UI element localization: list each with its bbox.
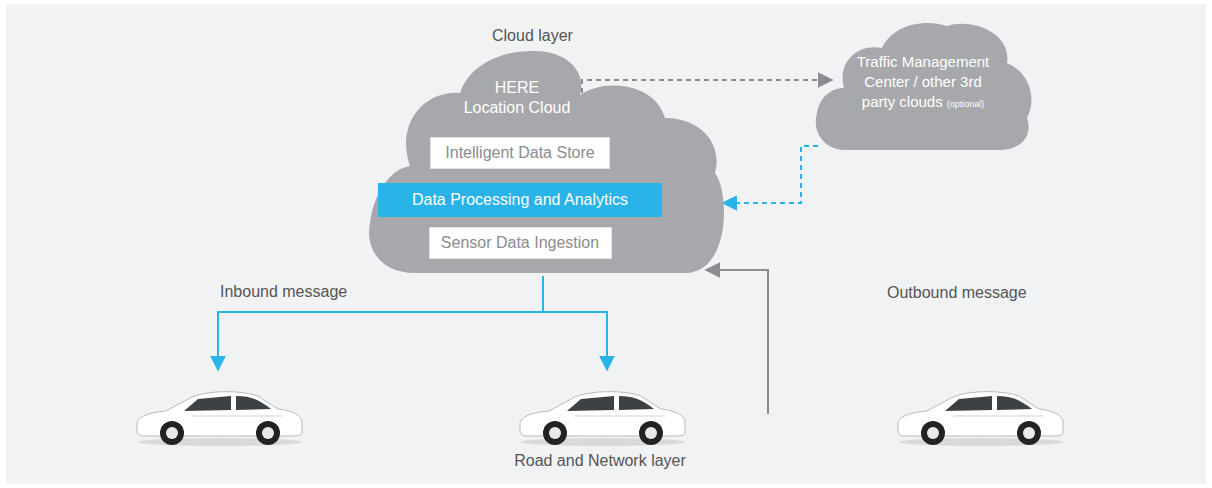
cloud-title: Traffic Management Center / other 3rd pa… [856, 52, 990, 114]
cloud-shape: Traffic Management Center / other 3rd pa… [812, 18, 1034, 153]
process-box: Data Processing and Analytics [378, 183, 662, 217]
flow-label: Outbound message [887, 284, 1027, 302]
cloud-title: HERE Location Cloud [463, 78, 571, 118]
process-box: Intelligent Data Store [430, 137, 610, 169]
cloud-shape: HERE Location CloudIntelligent Data Stor… [365, 48, 725, 278]
box-label: Data Processing and Analytics [412, 191, 628, 209]
box-label: Intelligent Data Store [445, 144, 594, 162]
cloud-label: HERE Location Cloud [464, 79, 571, 116]
layer-label: Cloud layer [492, 27, 573, 45]
dashed-connector [723, 146, 818, 203]
car [520, 392, 685, 446]
box-label: Sensor Data Ingestion [441, 234, 599, 252]
car [137, 392, 302, 446]
car [898, 392, 1063, 446]
process-box: Sensor Data Ingestion [429, 227, 612, 259]
note-text: (optional) [947, 99, 985, 109]
flow-label: Inbound message [220, 283, 347, 301]
layer-label: Road and Network layer [514, 452, 686, 470]
